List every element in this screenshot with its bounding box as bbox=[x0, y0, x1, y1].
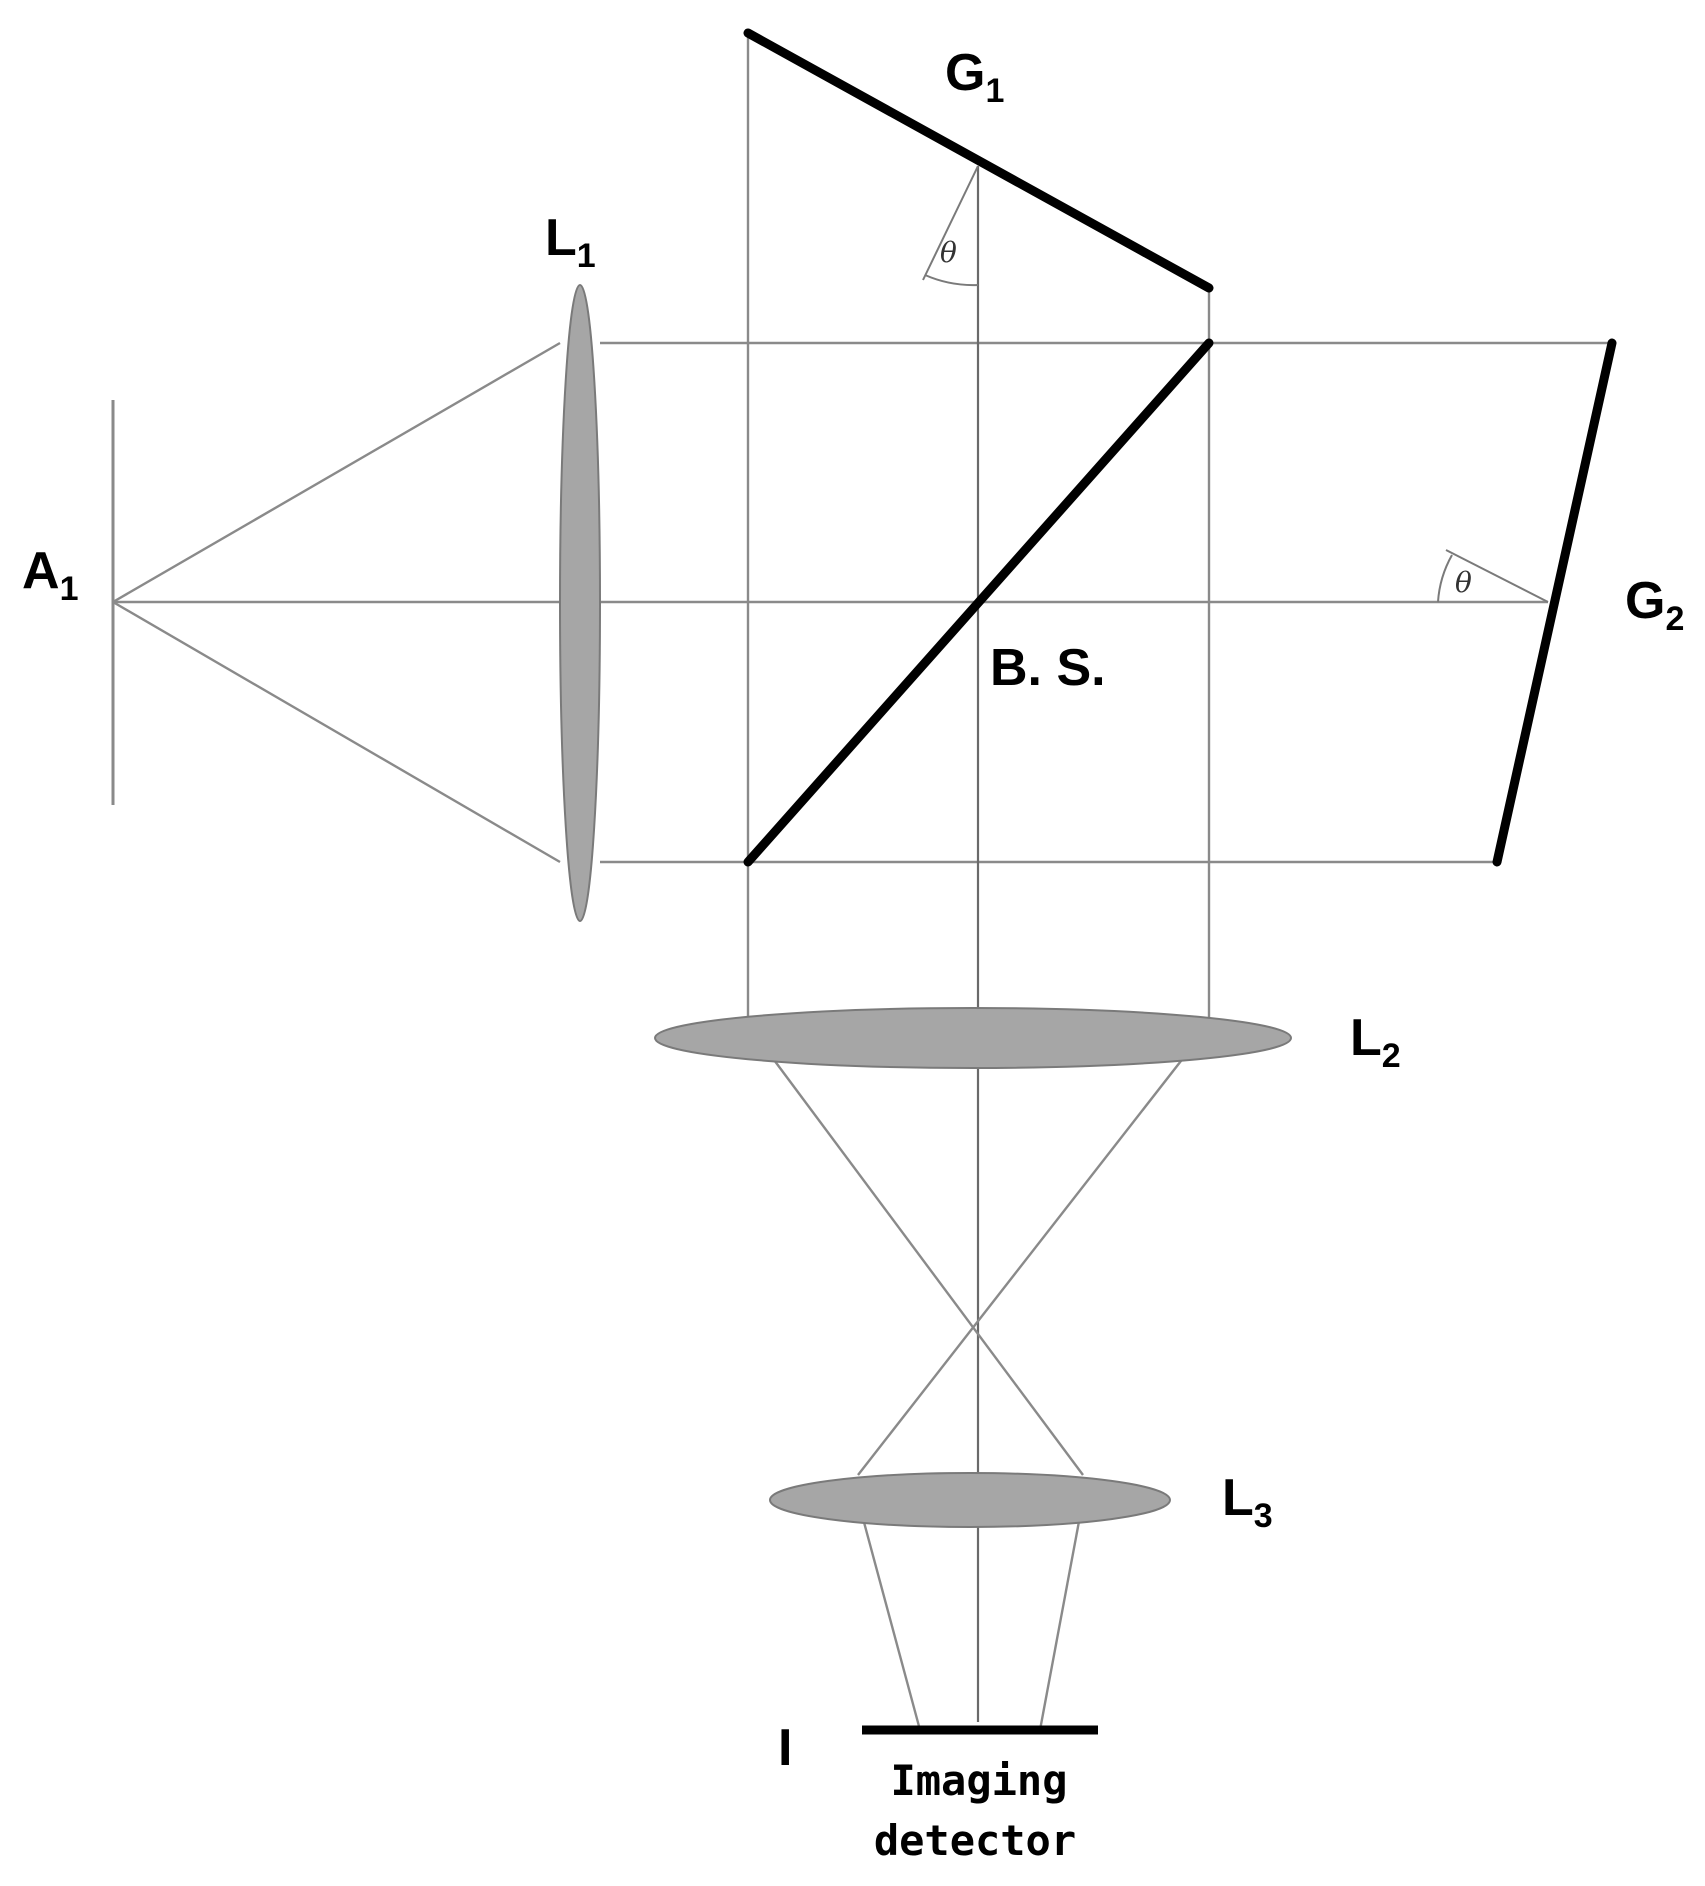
ray-l2-left bbox=[747, 1024, 1084, 1476]
ray-a1-lower bbox=[112, 600, 561, 864]
label-g2: G2 bbox=[1625, 572, 1684, 638]
grating-g2 bbox=[1492, 338, 1617, 867]
angle-arc-g2 bbox=[1437, 554, 1453, 603]
label-i: I bbox=[778, 1719, 792, 1777]
label-detector-line2: detector bbox=[874, 1816, 1076, 1865]
label-detector-line1: Imaging bbox=[890, 1756, 1067, 1805]
lens-l3 bbox=[769, 1472, 1171, 1528]
label-l2: L2 bbox=[1350, 1009, 1401, 1075]
ray-l3-left bbox=[856, 1499, 922, 1731]
label-a1: A1 bbox=[22, 542, 78, 608]
angle-arc-g1 bbox=[924, 274, 979, 287]
angle-arc-g2-tick bbox=[1445, 549, 1549, 603]
label-g1: G1 bbox=[945, 44, 1004, 110]
lens-l1 bbox=[559, 284, 601, 922]
beam-splitter bbox=[743, 338, 1214, 867]
angle-arc-g1-tick bbox=[922, 165, 979, 281]
label-theta-g1: θ bbox=[940, 236, 957, 269]
label-beam-splitter: B. S. bbox=[990, 639, 1106, 697]
ray-l3-right bbox=[1038, 1499, 1085, 1731]
label-theta-g2: θ bbox=[1455, 566, 1472, 599]
grating-g1 bbox=[743, 28, 1214, 293]
ray-a1-upper bbox=[112, 341, 561, 604]
ray-l2-right bbox=[857, 1024, 1210, 1476]
lens-l2 bbox=[654, 1007, 1292, 1069]
label-l1: L1 bbox=[545, 209, 596, 275]
label-l3: L3 bbox=[1222, 1469, 1273, 1535]
